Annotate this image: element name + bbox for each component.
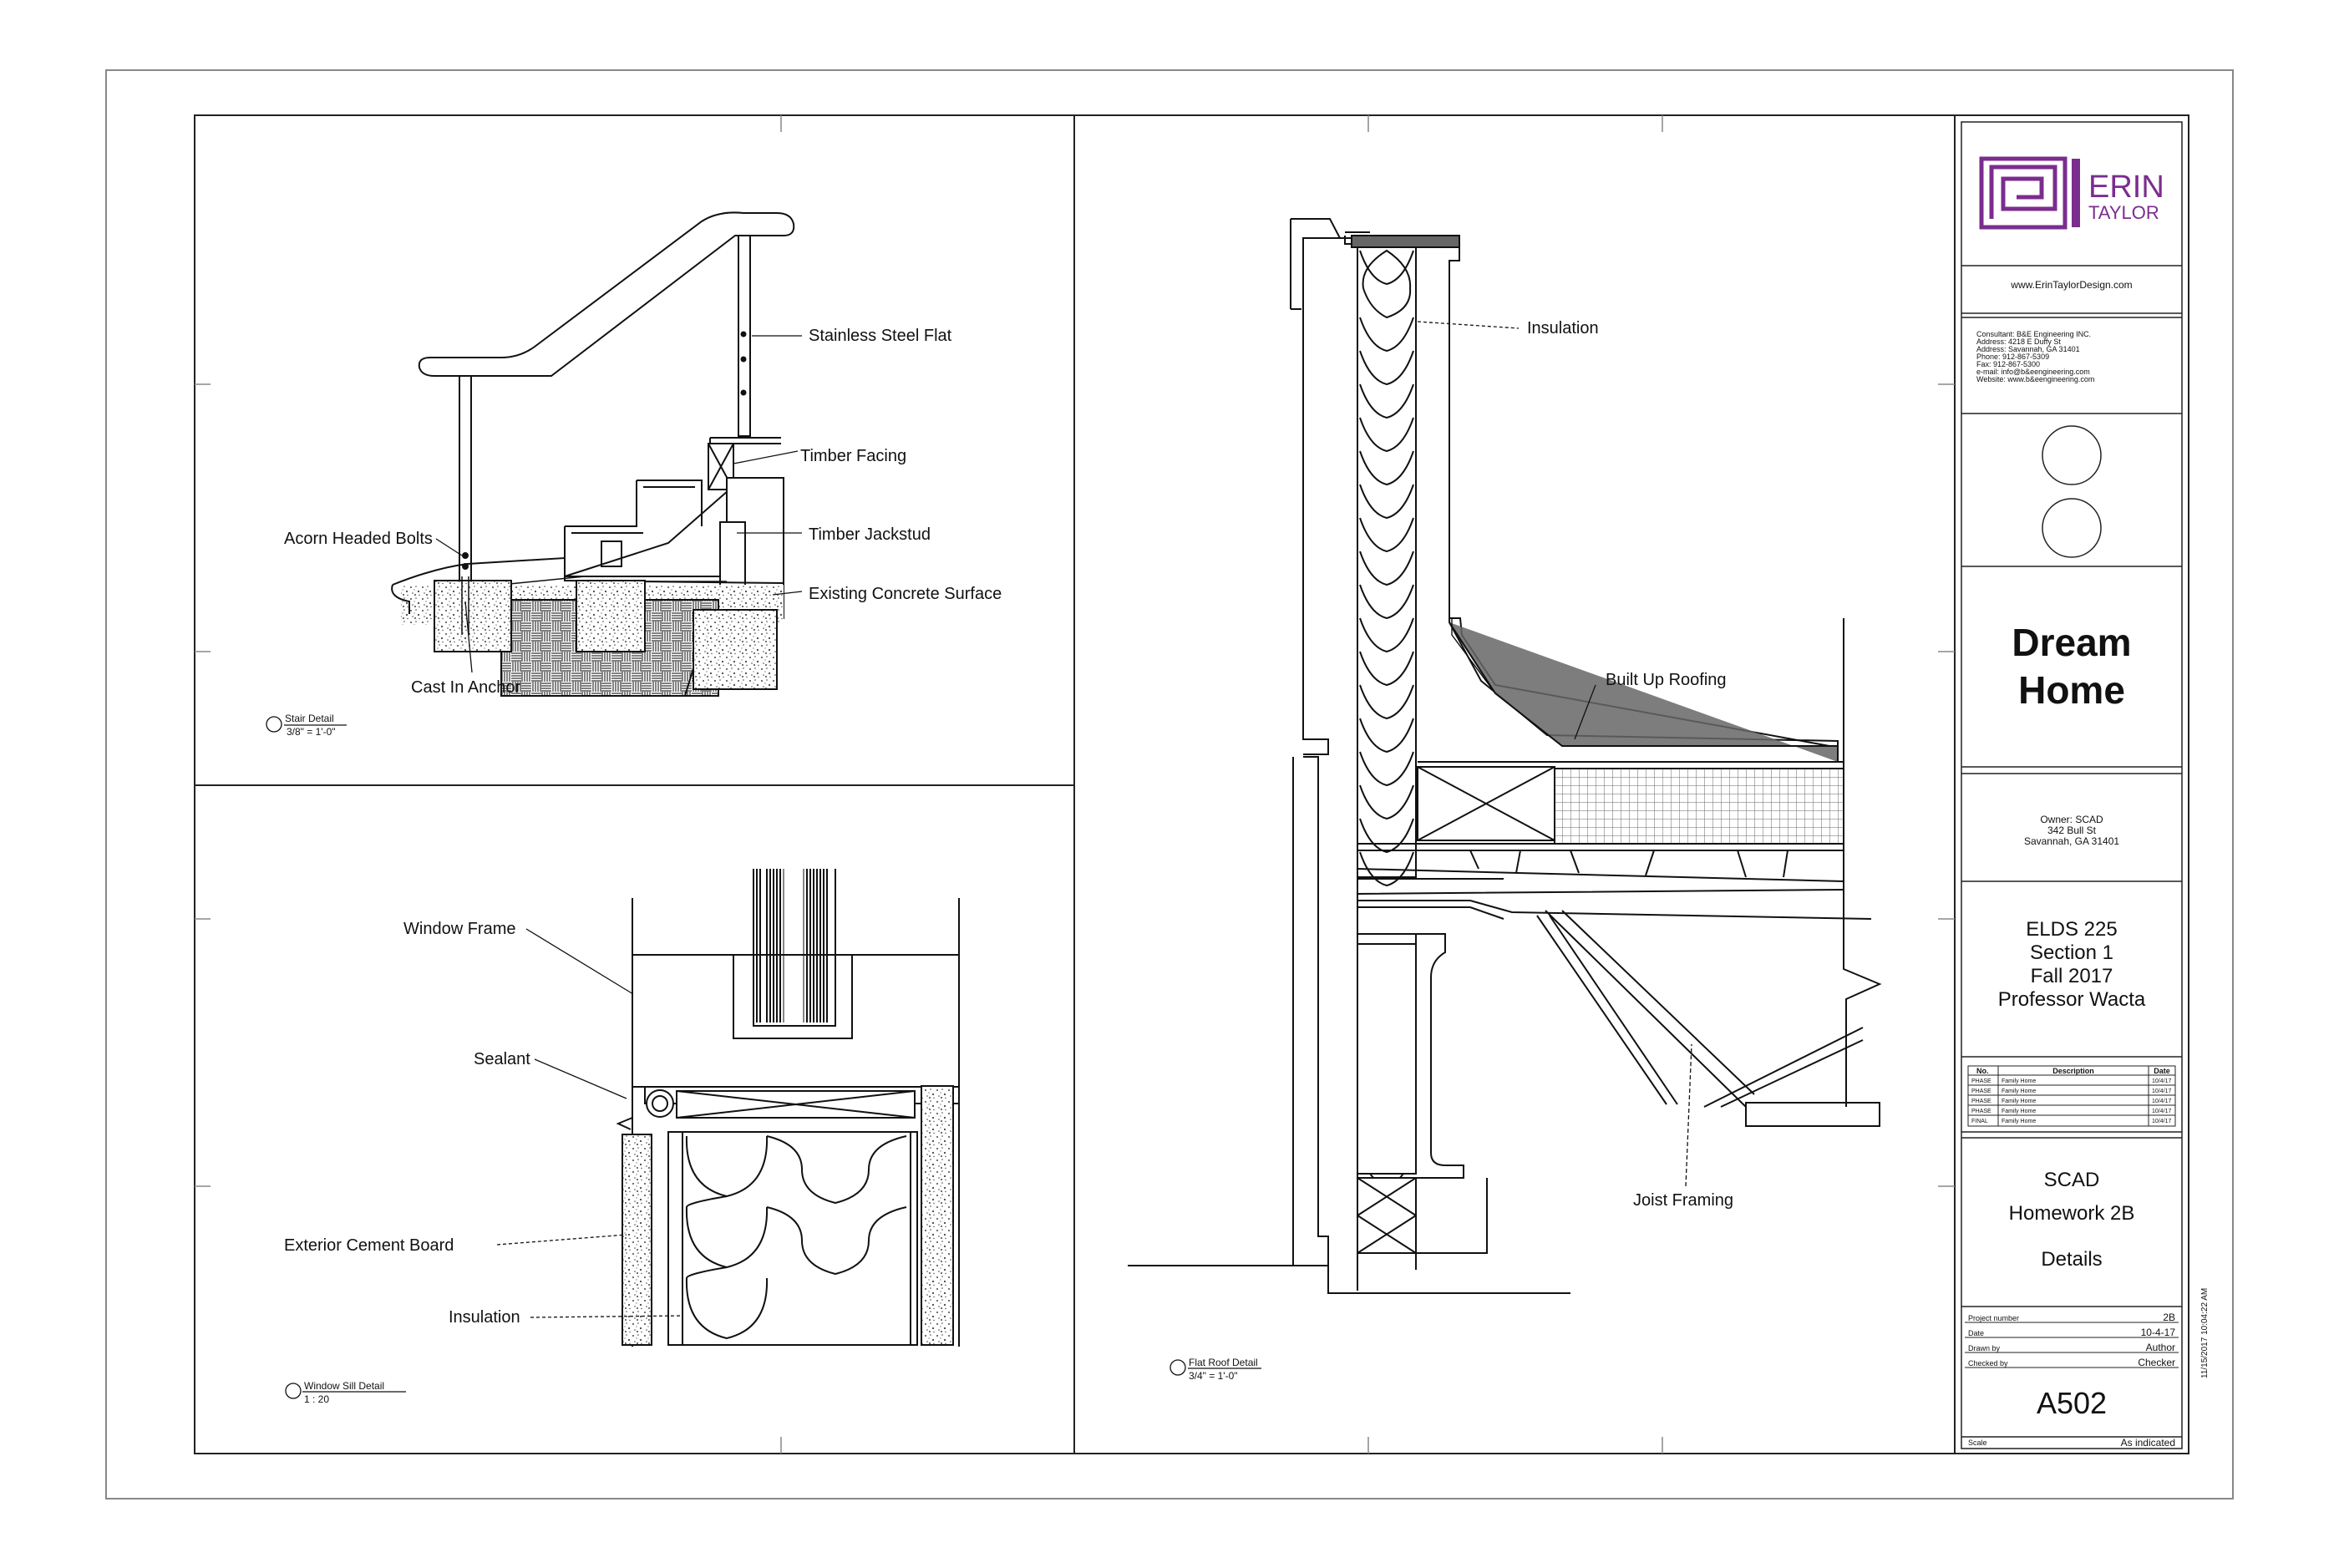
revision-cell: Family Home — [2002, 1109, 2036, 1114]
owner-line: Owner: SCAD — [2040, 814, 2103, 825]
consultant-line: Phone: 912-867-5309 — [1976, 353, 2049, 361]
assignment-text: Homework 2B — [2009, 1202, 2135, 1225]
view-title-window: Window Sill Detail — [304, 1380, 384, 1392]
revision-header: Date — [2154, 1067, 2170, 1075]
flat-roof-detail — [1128, 218, 1882, 1294]
revision-cell: Family Home — [2002, 1099, 2036, 1104]
stair-detail — [391, 211, 795, 697]
consultant-line: Website: www.b&eengineering.com — [1976, 375, 2094, 383]
course-line: ELDS 225 — [2026, 918, 2117, 941]
callout-cast-in-anchor: Cast In Anchor — [411, 678, 521, 697]
logo-text-taylor: TAYLOR — [2088, 202, 2159, 223]
insulation-loop — [1359, 383, 1414, 419]
revision-cell: 10/4/17 — [2152, 1078, 2171, 1084]
insulation-loop — [1359, 417, 1414, 453]
revision-cell: Family Home — [2002, 1088, 2036, 1094]
course-line: Professor Wacta — [1998, 988, 2146, 1011]
revision-cell: PHASE — [1971, 1078, 1991, 1084]
insulation-loop — [1359, 651, 1414, 687]
field-value: 10-4-17 — [2141, 1327, 2176, 1338]
outer-border — [105, 69, 2234, 1499]
insulation-loop — [1359, 684, 1414, 720]
insulation-loop — [1359, 350, 1414, 386]
revision-cell: Family Home — [2002, 1119, 2036, 1124]
sheet-name-text: Details — [2041, 1248, 2102, 1271]
callout-joist-framing: Joist Framing — [1633, 1191, 1733, 1210]
callout-acorn-headed-bolts: Acorn Headed Bolts — [284, 530, 433, 548]
callout-timber-facing: Timber Facing — [800, 447, 906, 465]
field-value: Author — [2146, 1342, 2175, 1353]
view-scale-roof: 3/4" = 1'-0" — [1189, 1370, 1238, 1382]
erin-taylor-logo — [1979, 156, 2080, 230]
revision-header: No. — [1976, 1067, 1989, 1075]
insulation-loop — [1359, 484, 1414, 520]
scale-value: As indicated — [2121, 1437, 2175, 1449]
field-label: Project number — [1968, 1314, 2019, 1322]
revision-cell: 10/4/17 — [2152, 1109, 2171, 1114]
sheet-number: A502 — [2037, 1386, 2107, 1420]
callout-existing-concrete: Existing Concrete Surface — [809, 585, 1002, 603]
consultant-line: Address: Savannah, GA 31401 — [1976, 345, 2080, 353]
revision-cell: 10/4/17 — [2152, 1099, 2171, 1104]
callout-stainless-steel-flat: Stainless Steel Flat — [809, 327, 952, 345]
consultant-line: Address: 4218 E Duffy St — [1976, 337, 2061, 346]
project-name-line1: Dream — [2012, 621, 2131, 664]
field-label: Checked by — [1968, 1359, 2008, 1368]
view-scale-window: 1 : 20 — [304, 1393, 329, 1405]
consultant-block: Consultant: B&E Engineering INC. Address… — [1976, 330, 2094, 383]
callout-insulation-roof: Insulation — [1527, 319, 1599, 337]
insulation-loop — [1359, 517, 1414, 553]
callout-insulation-window: Insulation — [449, 1308, 520, 1327]
owner-line: Savannah, GA 31401 — [2024, 835, 2119, 847]
insulation-loop — [1359, 617, 1414, 653]
scale-label: Scale — [1968, 1439, 1987, 1447]
insulation-loop — [1359, 751, 1414, 787]
grid-ticks — [195, 115, 1955, 1454]
callout-built-up-roofing: Built Up Roofing — [1606, 671, 1727, 689]
revision-table: No. Description Date PHASE Family Home 1… — [1967, 1065, 2176, 1127]
consultant-line: Fax: 912-867-5300 — [1976, 360, 2040, 368]
project-name-line2: Home — [2018, 668, 2125, 712]
view-title-stair: Stair Detail — [285, 713, 334, 724]
callout-exterior-cement-board: Exterior Cement Board — [284, 1236, 454, 1255]
revision-cell: 10/4/17 — [2152, 1119, 2171, 1124]
field-value: Checker — [2138, 1357, 2175, 1368]
revision-header: Description — [2052, 1067, 2094, 1075]
callout-timber-jackstud: Timber Jackstud — [809, 525, 931, 544]
callout-window-frame: Window Frame — [403, 920, 515, 938]
field-label: Drawn by — [1968, 1344, 2001, 1352]
field-label: Date — [1968, 1329, 1984, 1337]
project-fields: Project number 2B Date 10-4-17 Drawn by … — [1965, 1312, 2179, 1368]
insulation-loop — [1359, 818, 1414, 854]
view-scale-stair: 3/8" = 1'-0" — [287, 726, 336, 738]
insulation-loop — [1359, 851, 1414, 887]
revision-cell: PHASE — [1971, 1109, 1991, 1114]
logo-text-erin: ERIN — [2088, 170, 2164, 205]
consultant-line: e-mail: info@b&eengineering.com — [1976, 368, 2090, 376]
revision-cell: PHASE — [1971, 1088, 1991, 1094]
website-text: www.ErinTaylorDesign.com — [2010, 279, 2132, 291]
insulation-loop — [1359, 450, 1414, 486]
revision-cell: 10/4/17 — [2152, 1088, 2171, 1094]
school-text: SCAD — [2044, 1169, 2100, 1191]
revision-cell: Family Home — [2002, 1078, 2036, 1084]
insulation-loop — [1359, 551, 1414, 586]
owner-line: 342 Bull St — [2047, 825, 2097, 836]
revision-cell: PHASE — [1971, 1099, 1991, 1104]
field-value: 2B — [2163, 1312, 2175, 1323]
insulation-loop — [1359, 584, 1414, 620]
window-sill-detail — [616, 869, 960, 1347]
course-line: Section 1 — [2030, 941, 2113, 964]
course-line: Fall 2017 — [2031, 965, 2113, 987]
insulation-loop — [1359, 718, 1414, 754]
title-block — [1961, 121, 2183, 1449]
plot-timestamp: 11/15/2017 10:04:22 AM — [2200, 1288, 2210, 1378]
insulation-loop — [1359, 784, 1414, 820]
view-title-roof: Flat Roof Detail — [1189, 1357, 1258, 1368]
revision-cell: FINAL — [1971, 1119, 1988, 1124]
consultant-line: Consultant: B&E Engineering INC. — [1976, 330, 2091, 338]
callout-sealant: Sealant — [474, 1050, 530, 1068]
